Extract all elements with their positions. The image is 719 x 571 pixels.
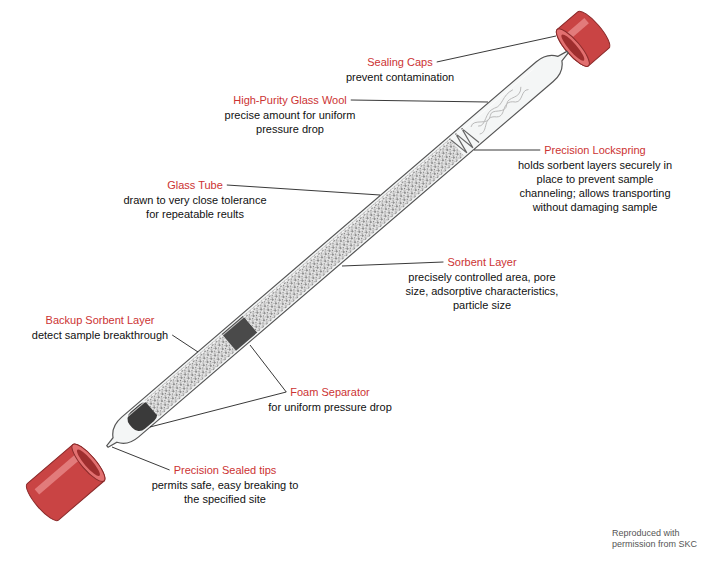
part-description: drawn to very close tolerance for repeat… — [118, 193, 273, 221]
leader-line — [342, 262, 443, 266]
part-description: detect sample breakthrough — [32, 328, 168, 342]
glass-wool — [470, 81, 530, 136]
leader-line — [227, 185, 380, 195]
sealing-cap — [22, 440, 109, 525]
backup-sorbent — [144, 334, 236, 417]
part-name: Sorbent Layer — [447, 255, 516, 269]
part-description: precise amount for uniform pressure drop — [215, 108, 365, 136]
part-description: holds sorbent layers securely in place t… — [510, 158, 680, 214]
part-description: for uniform pressure drop — [268, 400, 392, 414]
glass-highlight — [127, 68, 534, 417]
leader-line — [437, 36, 556, 62]
lockspring — [450, 126, 480, 156]
part-name: Backup Sorbent Layer — [46, 313, 155, 327]
part-name: Glass Tube — [167, 178, 223, 192]
part-name: High-Purity Glass Wool — [233, 93, 347, 107]
leader-line — [250, 345, 286, 392]
leader-line — [112, 447, 170, 470]
leader-line — [351, 100, 488, 102]
leader-line — [474, 150, 540, 151]
credit-note: Reproduced with permission from SKC — [612, 528, 712, 550]
glass-tube — [99, 42, 576, 456]
sorbent-layer — [243, 139, 464, 333]
part-description: permits safe, easy breaking to the speci… — [150, 478, 300, 506]
part-description: precisely controlled area, pore size, ad… — [401, 270, 563, 312]
part-name: Sealing Caps — [367, 55, 432, 69]
leader-line — [150, 392, 286, 427]
part-description: prevent contamination — [346, 70, 454, 84]
part-name: Precision Sealed tips — [174, 463, 277, 477]
part-name: Precision Lockspring — [544, 143, 646, 157]
part-name: Foam Separator — [290, 385, 369, 399]
leader-line — [172, 335, 198, 352]
